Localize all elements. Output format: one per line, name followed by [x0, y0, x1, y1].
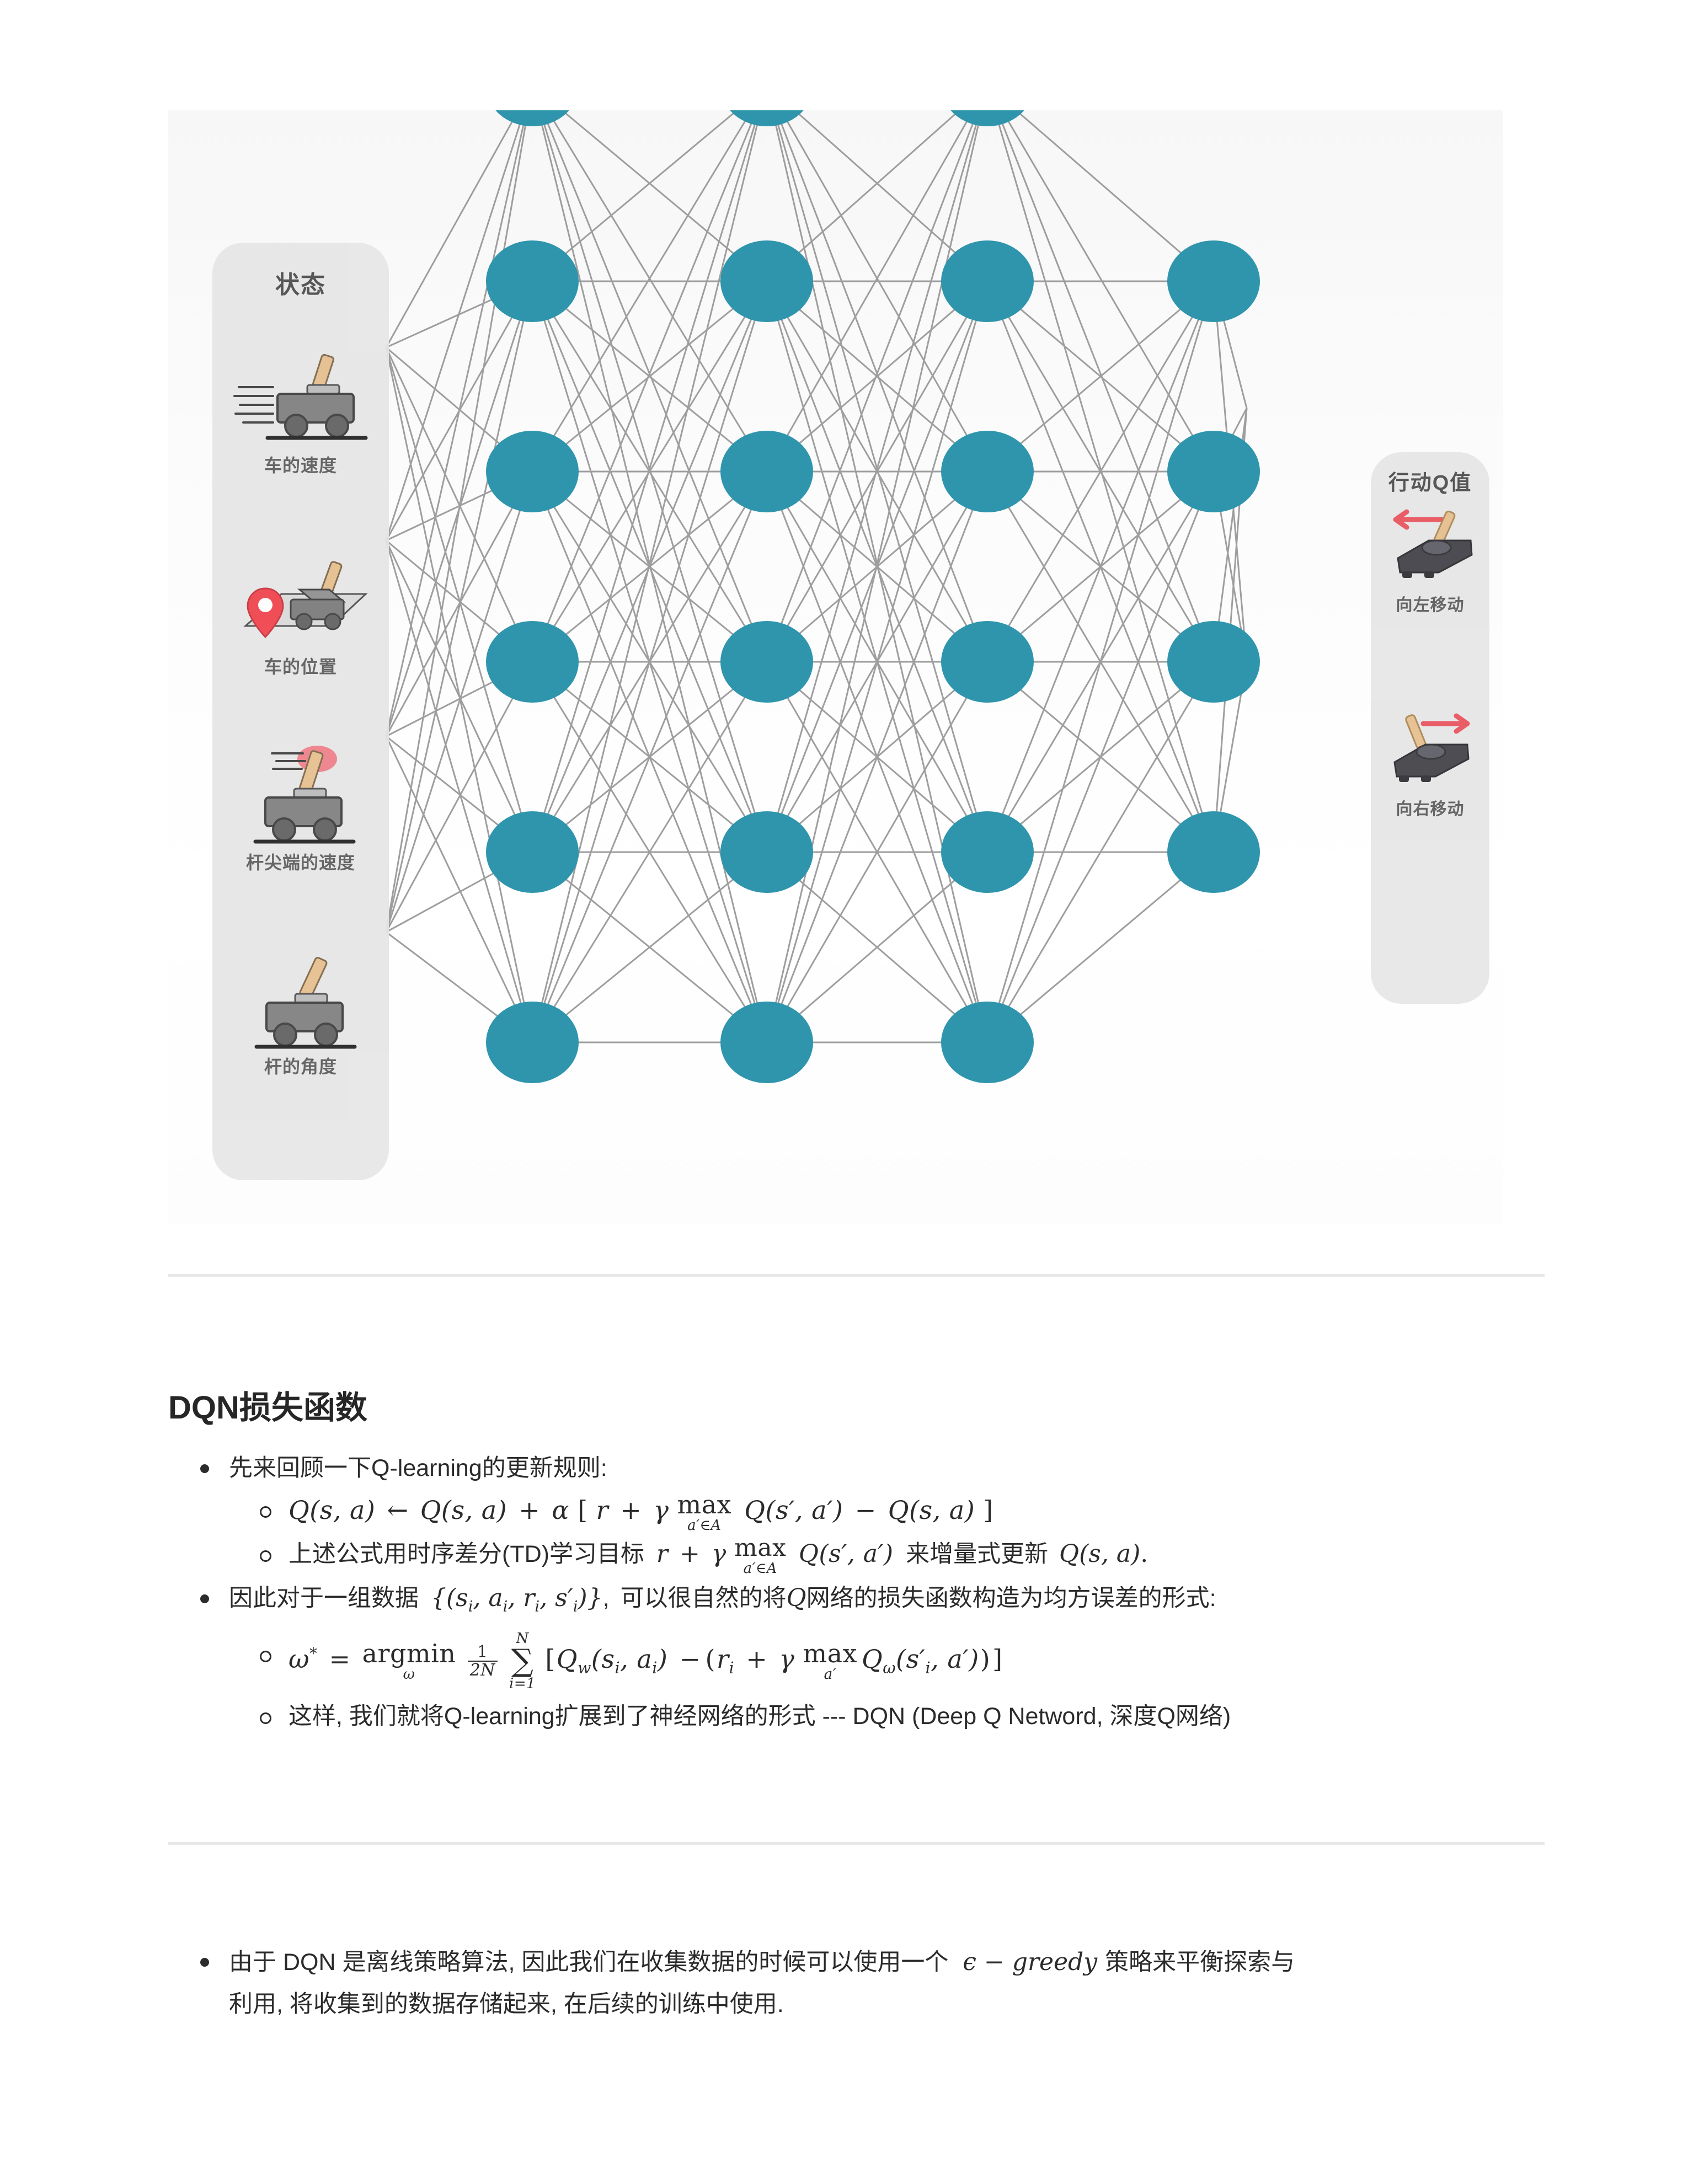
state-item-cart-velocity: 车的速度 — [212, 353, 389, 477]
action-item-label: 向左移动 — [1396, 596, 1465, 614]
max-operator: max a′∈A — [734, 1533, 787, 1577]
network-node — [950, 110, 1024, 126]
bullet-icon — [200, 1958, 209, 1967]
network-nodes — [486, 110, 1260, 1083]
formula-td-target: r + γ max a′∈A Q(s′, a′) — [656, 1533, 894, 1577]
network-node — [486, 1002, 579, 1083]
mse-intro-prefix: 因此对于一组数据 — [229, 1585, 419, 1612]
network-node — [720, 811, 813, 893]
state-panel: 状态 车的速 — [212, 243, 389, 1180]
tail-line2: 利用, 将收集到的数据存储起来, 在后续的训练中使用. — [229, 1991, 784, 2017]
argmin-operator: argmin ω — [362, 1639, 456, 1683]
network-node — [486, 621, 579, 703]
bullet-icon — [260, 1550, 271, 1562]
network-node — [720, 240, 813, 322]
action-panel: 行动Q值 向左移动 — [1371, 452, 1489, 1004]
network-node — [1167, 811, 1260, 893]
state-item-label: 杆的角度 — [264, 1057, 337, 1077]
fraction-one-over-2n: 1 2N — [467, 1644, 498, 1679]
list-item: 由于 DQN 是离线策略算法, 因此我们在收集数据的时候可以使用一个 ϵ − g… — [168, 1941, 1547, 2025]
network-node — [486, 811, 579, 893]
formula-argmin-loss: ω* = argmin ω 1 2N N — [289, 1630, 1003, 1693]
bullet-text: 先来回顾一下Q-learning的更新规则: — [229, 1455, 607, 1481]
bullet-icon — [260, 1650, 271, 1662]
bullet-icon — [200, 1464, 209, 1473]
network-node — [941, 240, 1034, 322]
tail-prefix: 由于 DQN 是离线策略算法, 因此我们在收集数据的时候可以使用一个 — [229, 1949, 949, 1976]
bullet-icon — [260, 1712, 271, 1725]
network-node — [486, 431, 579, 512]
state-item-pole-angle: 杆的角度 — [212, 954, 389, 1078]
network-node — [720, 621, 813, 703]
network-node — [1167, 240, 1260, 322]
network-node — [495, 110, 569, 126]
list-item: 先来回顾一下Q-learning的更新规则: Q(s, a) ← Q(s, a)… — [168, 1448, 1547, 1576]
dataset-tuple: {(si, ai, ri, s′i)} — [430, 1584, 603, 1615]
network-node — [941, 431, 1034, 512]
offline-policy-note: 由于 DQN 是离线策略算法, 因此我们在收集数据的时候可以使用一个 ϵ − g… — [168, 1941, 1547, 2025]
cart-position-icon — [243, 561, 368, 639]
td-target-middle: 来增量式更新 — [906, 1541, 1049, 1567]
formula-q-update: Q(s, a) ← Q(s, a) + α [ r + γ max a′∈A — [289, 1490, 993, 1534]
network-node — [720, 1002, 813, 1083]
network-node — [1167, 431, 1260, 512]
action-item-move-left: 向左移动 — [1371, 507, 1489, 615]
state-item-cart-position: 车的位置 — [212, 549, 389, 678]
td-target-period: . — [1140, 1540, 1149, 1568]
pole-angle-icon — [254, 956, 357, 1049]
list-item: 这样, 我们就将Q-learning扩展到了神经网络的形式 --- DQN (D… — [229, 1695, 1547, 1738]
network-node — [730, 110, 804, 126]
list-item: ω* = argmin ω 1 2N N — [229, 1628, 1547, 1695]
joystick-right-icon — [1393, 713, 1470, 782]
state-item-label: 车的速度 — [264, 456, 337, 475]
neural-network-graphic — [385, 110, 1260, 1083]
max-operator: max a′ — [803, 1639, 858, 1683]
network-node — [486, 240, 579, 322]
section-divider-bottom — [168, 1842, 1545, 1845]
state-item-pole-tip-velocity: 杆尖端的速度 — [212, 745, 389, 874]
network-node — [941, 811, 1034, 893]
joystick-left-icon — [1393, 509, 1473, 578]
action-panel-title: 行动Q值 — [1388, 472, 1472, 495]
page-title: DQN损失函数 — [168, 1390, 367, 1426]
state-panel-title: 状态 — [275, 271, 326, 298]
network-node — [941, 621, 1034, 703]
cart-velocity-icon — [233, 354, 368, 440]
network-node — [941, 1002, 1034, 1083]
mse-comma: , — [602, 1585, 610, 1612]
list-item: Q(s, a) ← Q(s, a) + α [ r + γ max a′∈A — [229, 1489, 1547, 1533]
state-item-label: 杆尖端的速度 — [245, 853, 355, 872]
action-item-move-right: 向右移动 — [1371, 711, 1489, 820]
mse-mid: 可以很自然的将 — [620, 1585, 787, 1612]
content-bullets: 先来回顾一下Q-learning的更新规则: Q(s, a) ← Q(s, a)… — [168, 1448, 1547, 1740]
list-item: 上述公式用时序差分(TD)学习目标 r + γ max a′∈A Q(s′, a… — [229, 1533, 1547, 1576]
td-target-tail-q: Q(s, a) — [1059, 1540, 1141, 1568]
bullet-text: 这样, 我们就将Q-learning扩展到了神经网络的形式 --- DQN (D… — [289, 1703, 1231, 1730]
section-divider-top — [168, 1274, 1545, 1277]
summation-operator: N ∑ i=1 — [509, 1630, 536, 1693]
dqn-network-figure: 状态 车的速 — [168, 110, 1503, 1224]
state-item-label: 车的位置 — [264, 657, 337, 677]
mse-q-symbol: Q — [786, 1584, 806, 1612]
network-node — [720, 431, 813, 512]
mse-suffix: 网络的损失函数构造为均方误差的形式: — [806, 1585, 1216, 1612]
action-item-label: 向右移动 — [1396, 800, 1465, 818]
network-node — [1167, 621, 1260, 703]
max-operator: max a′∈A — [677, 1490, 732, 1534]
list-item: 因此对于一组数据 {(si, ai, ri, s′i)}, 可以很自然的将Q网络… — [168, 1578, 1547, 1738]
td-target-prefix: 上述公式用时序差分(TD)学习目标 — [289, 1541, 644, 1567]
epsilon-greedy-symbol: ϵ − greedy — [963, 1948, 1098, 1976]
tail-middle: 策略来平衡探索与 — [1105, 1949, 1295, 1976]
bullet-icon — [260, 1506, 271, 1518]
pole-tip-velocity-icon — [253, 746, 356, 844]
bullet-icon — [200, 1594, 209, 1603]
